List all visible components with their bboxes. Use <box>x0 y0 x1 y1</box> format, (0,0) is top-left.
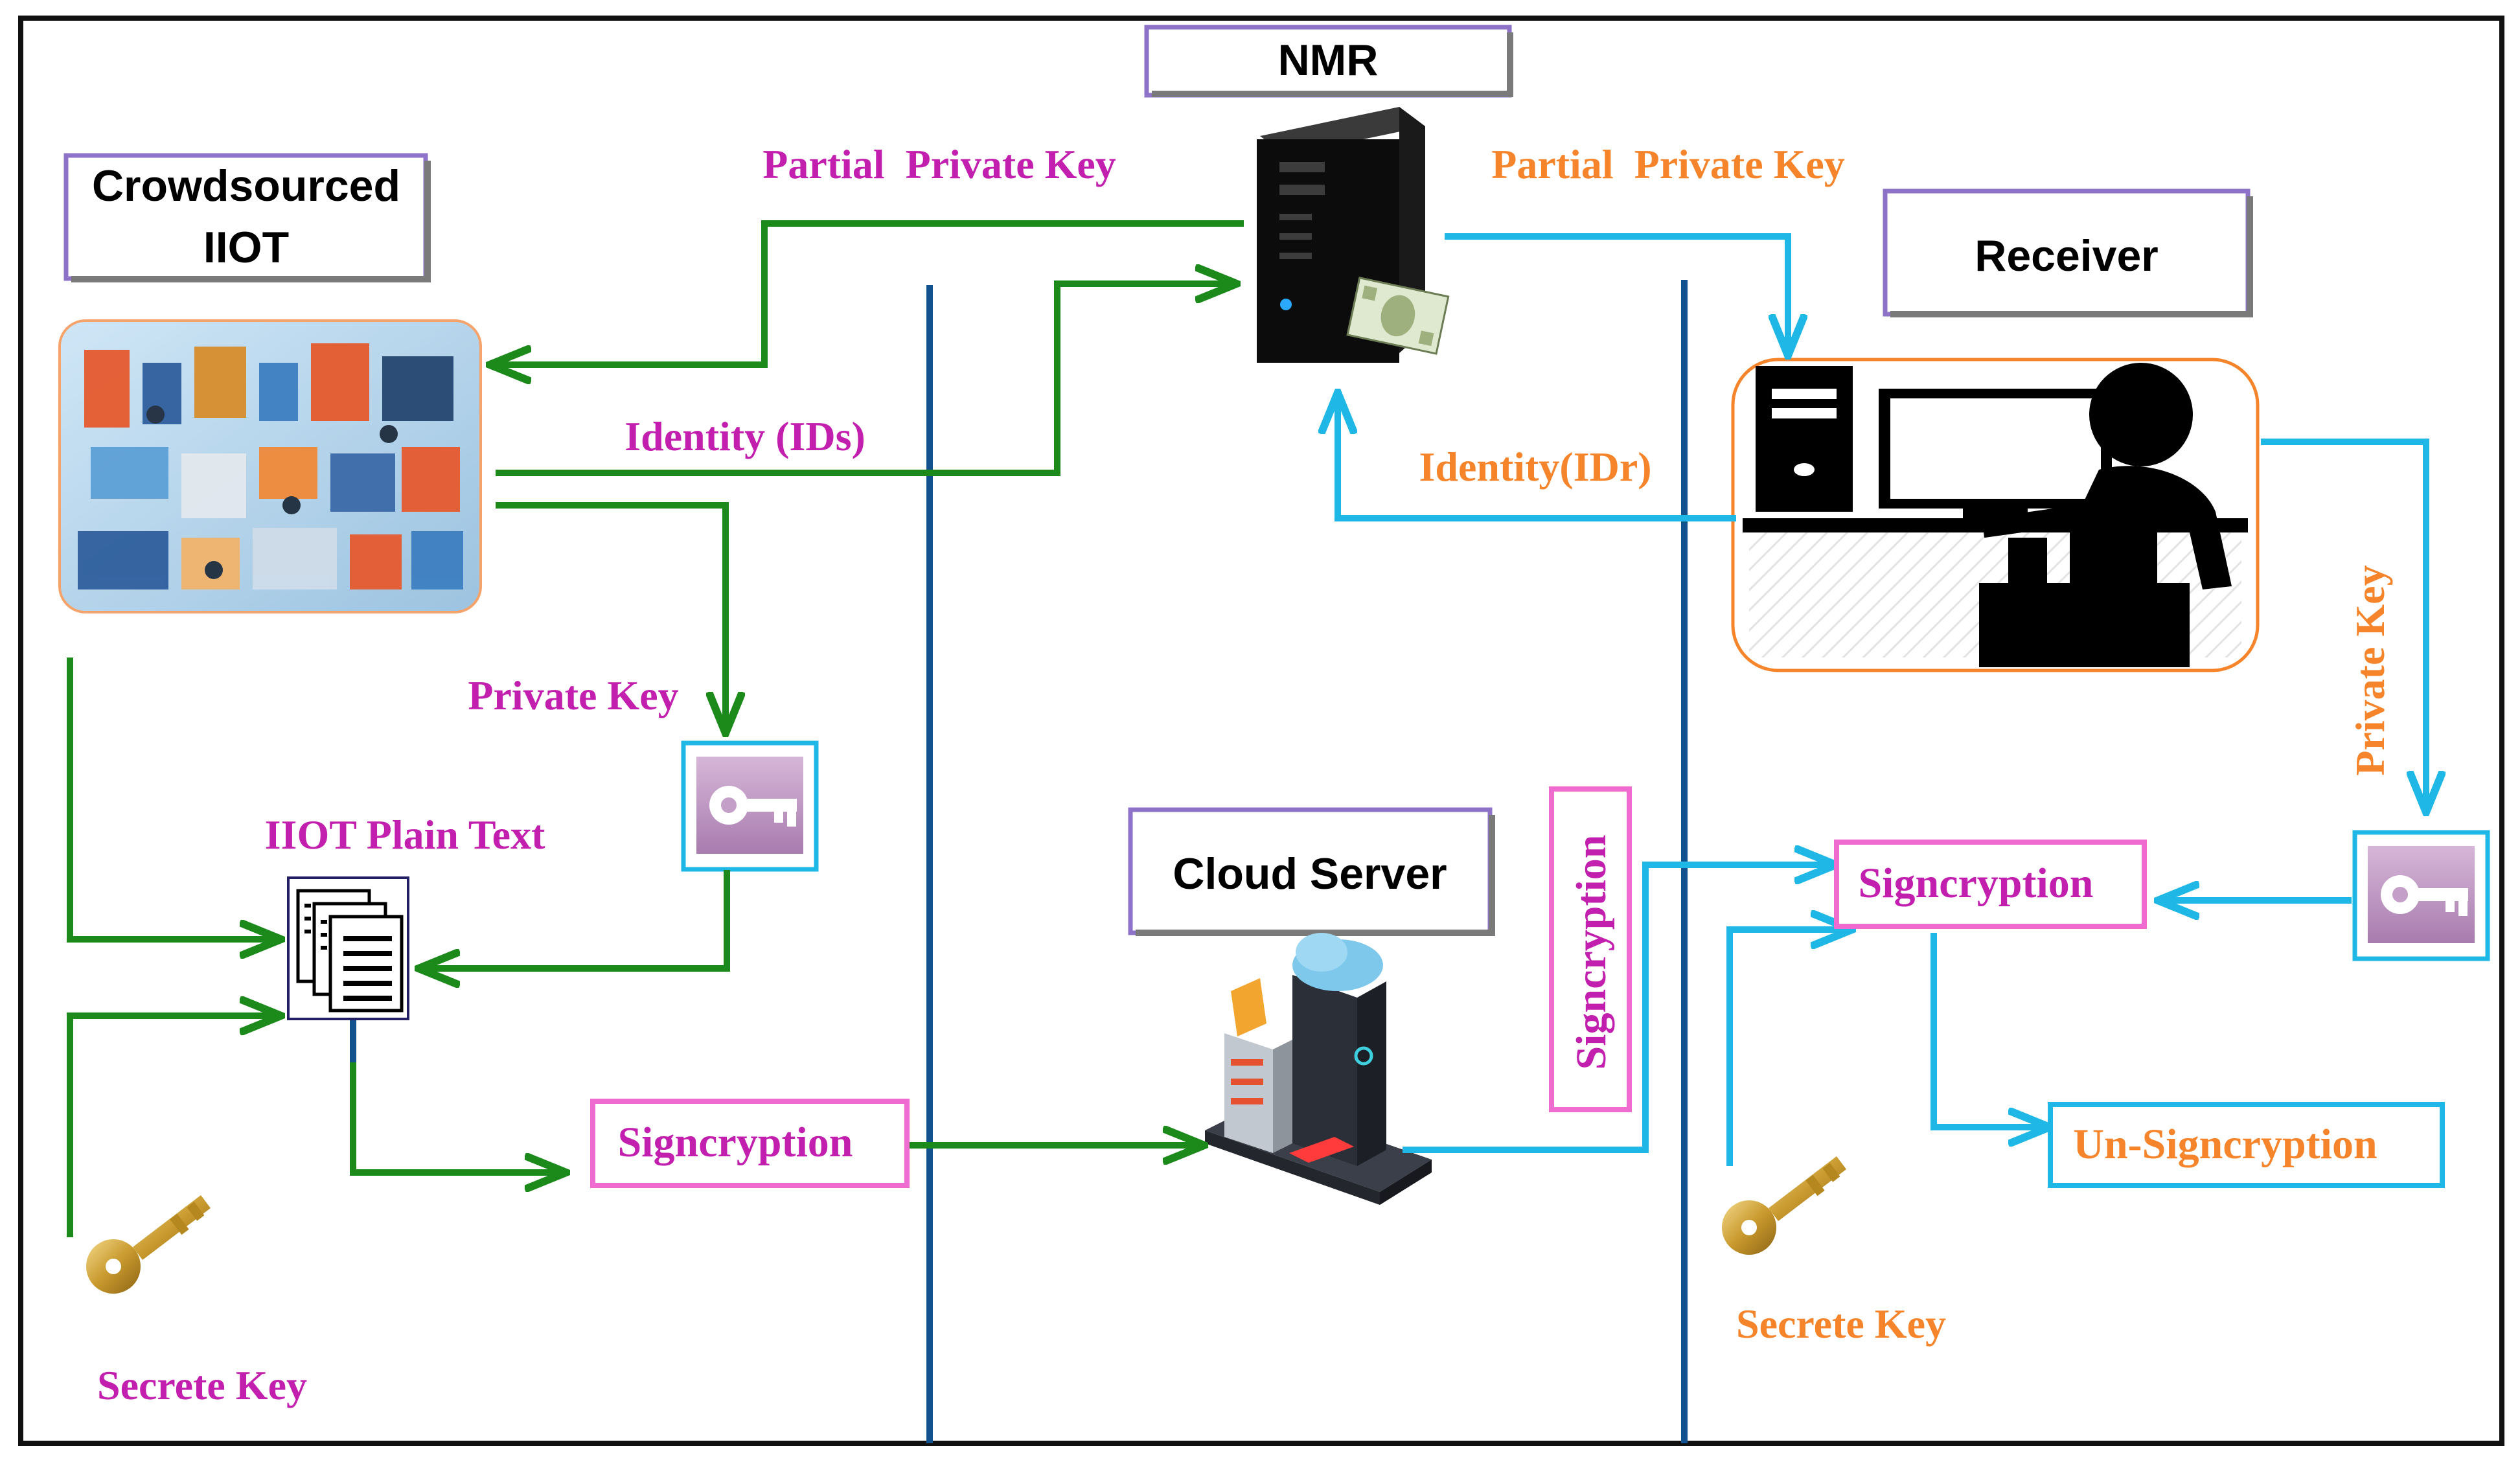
gold-key-icon <box>86 1195 211 1294</box>
cloud-title-box: Cloud Server <box>1128 807 1495 936</box>
iiot-title-line1: Crowdsourced <box>92 161 400 211</box>
signcryption-right-label: Signcryption <box>1858 860 2093 907</box>
receiver-title: Receiver <box>1975 231 2159 280</box>
signcryption-left-label: Signcryption <box>617 1119 853 1166</box>
label-private-key-right: Private Key <box>2347 565 2393 775</box>
label-ppk-left: Partial Private Key <box>762 141 1116 187</box>
label-identity-idr: Identity(IDr) <box>1419 444 1651 490</box>
signcryption-box-right[interactable]: Signcryption <box>1834 840 2147 929</box>
nmr-title: NMR <box>1278 36 1379 85</box>
arrow-iiot-to-documents <box>67 658 279 939</box>
nmr-title-box: NMR <box>1144 25 1513 98</box>
signcryption-box-left[interactable]: Signcryption <box>590 1099 910 1188</box>
unsigncryption-label: Un-Signcryption <box>2073 1121 2377 1168</box>
arrow-iiot-to-private-key <box>496 502 726 731</box>
arrow-ppk-to-receiver <box>1445 233 1788 353</box>
arrow-signcryption-to-unsigncryption <box>1930 933 2047 1127</box>
arrow-idr-to-nmr <box>1338 395 1736 521</box>
receiver-workstation-icon <box>1731 358 2260 672</box>
documents-icon <box>287 876 409 1020</box>
label-secret-key-right: Secrete Key <box>1736 1301 1946 1347</box>
cloud-server-icon <box>1205 933 1432 1205</box>
arrow-ids-to-nmr <box>496 284 1234 476</box>
label-private-key-left: Private Key <box>468 672 678 718</box>
signcryption-box-vertical[interactable]: Signcryption <box>1549 786 1632 1112</box>
arrow-cloud-to-signcryption <box>1403 865 1833 1153</box>
server-tower-icon <box>1257 107 1450 363</box>
key-card-icon <box>2352 830 2490 961</box>
label-identity-ids: Identity (IDs) <box>624 413 865 459</box>
signcryption-vertical-label: Signcryption <box>1568 834 1615 1069</box>
arrow-documents-to-signcryption[interactable] <box>350 1020 564 1172</box>
receiver-title-box: Receiver <box>1883 189 2253 317</box>
unsigncryption-box[interactable]: Un-Signcryption <box>2048 1102 2445 1188</box>
arrow-secret-key-to-documents <box>67 1016 279 1237</box>
label-ppk-right: Partial Private Key <box>1491 141 1845 187</box>
label-iiot-plain-text: IIOT Plain Text <box>265 812 545 858</box>
arrow-secret-key-to-signcryption <box>1726 930 1850 1166</box>
arrow-private-key-to-documents <box>421 870 730 968</box>
iiot-title-line2: IIOT <box>203 223 289 272</box>
arrow-receiver-to-private-key <box>2261 439 2426 810</box>
arrow-ppk-to-iiot <box>492 220 1244 365</box>
factory-illustration-icon <box>58 319 482 613</box>
cloud-title: Cloud Server <box>1173 849 1447 898</box>
iiot-title-box: Crowdsourced IIOT <box>63 153 431 282</box>
gold-key-icon <box>1722 1156 1846 1255</box>
label-secret-key-left: Secrete Key <box>97 1362 307 1408</box>
key-card-icon <box>681 740 819 872</box>
